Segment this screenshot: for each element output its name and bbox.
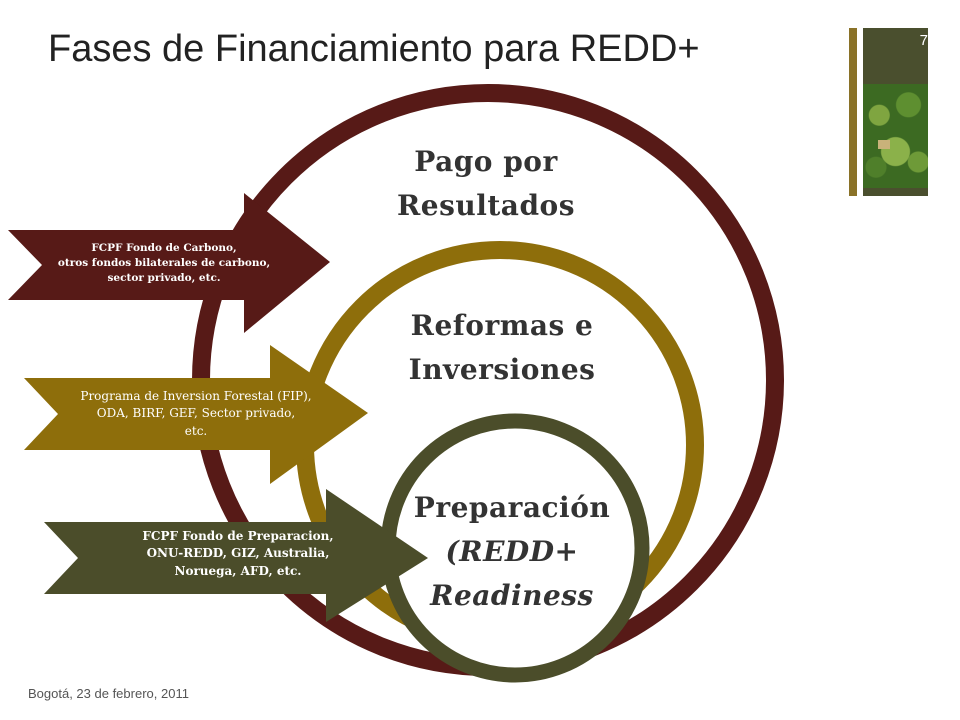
label-pago-por-resultados-line2: Resultados: [397, 189, 575, 222]
label-preparacion-line2: (REDD+: [445, 535, 579, 568]
label-preparacion-line1: Preparación: [413, 491, 611, 524]
page-number: 7: [919, 32, 928, 49]
side-accent-bar-gold: [849, 28, 857, 196]
arrow-investment-line1: Programa de Inversion Forestal (FIP),: [80, 389, 312, 403]
label-reformas-inversiones-line2: Inversiones: [408, 353, 596, 386]
label-reformas-inversiones: Reformas e Inversiones: [382, 304, 622, 392]
arrow-readiness-line1: FCPF Fondo de Preparacion,: [142, 529, 334, 543]
label-preparacion: Preparación (REDD+ Readiness: [392, 486, 632, 618]
arrow-investment-line3: etc.: [184, 423, 208, 438]
slide-footer: Bogotá, 23 de febrero, 2011: [28, 686, 189, 701]
forest-photo-thumbnail: [863, 84, 928, 188]
arrow-carbon-funds: [8, 193, 330, 333]
label-reformas-inversiones-line1: Reformas e: [410, 309, 594, 342]
label-preparacion-line3: Readiness: [430, 579, 594, 612]
arrow-carbon-line1: FCPF Fondo de Carbono,: [91, 242, 237, 254]
arrow-readiness-text: FCPF Fondo de Preparacion, ONU-REDD, GIZ…: [102, 528, 374, 580]
arrow-investment-funds: [24, 345, 368, 484]
slide-title: Fases de Financiamiento para REDD+: [48, 28, 700, 70]
arrow-investment-line2: ODA, BIRF, GEF, Sector privado,: [96, 406, 296, 421]
arrow-carbon-line3: sector privado, etc.: [107, 272, 221, 285]
forest-photo-hut: [878, 140, 890, 149]
arrow-investment-text: Programa de Inversion Forestal (FIP), OD…: [56, 388, 336, 440]
label-pago-por-resultados: Pago por Resultados: [376, 140, 596, 228]
label-pago-por-resultados-line1: Pago por: [414, 145, 558, 178]
arrow-readiness-line2: ONU-REDD, GIZ, Australia,: [146, 546, 330, 561]
arrow-carbon-line2: otros fondos bilaterales de carbono,: [57, 257, 271, 270]
arrow-readiness-line3: Noruega, AFD, etc.: [174, 563, 302, 578]
arrow-carbon-text: FCPF Fondo de Carbono, otros fondos bila…: [36, 241, 292, 287]
arrow-readiness-funds: [44, 489, 428, 622]
